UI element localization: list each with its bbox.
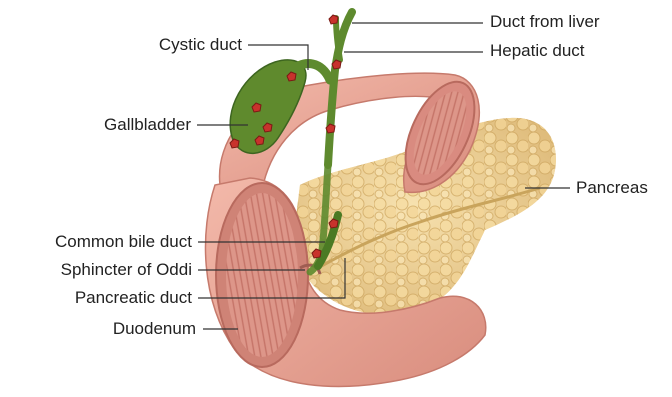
duodenum-lumen [226,193,298,357]
label-gallbladder: Gallbladder [60,115,191,135]
duct-from-liver-branch [336,18,340,60]
gallstone [329,15,338,24]
label-common-bile-duct: Common bile duct [0,232,192,252]
label-hepatic-duct: Hepatic duct [490,41,585,61]
label-sphincter-of-oddi: Sphincter of Oddi [0,260,192,280]
label-duct-from-liver: Duct from liver [490,12,600,32]
label-cystic-duct: Cystic duct [120,35,242,55]
label-pancreatic-duct: Pancreatic duct [0,288,192,308]
label-duodenum: Duodenum [60,319,196,339]
label-pancreas: Pancreas [576,178,648,198]
